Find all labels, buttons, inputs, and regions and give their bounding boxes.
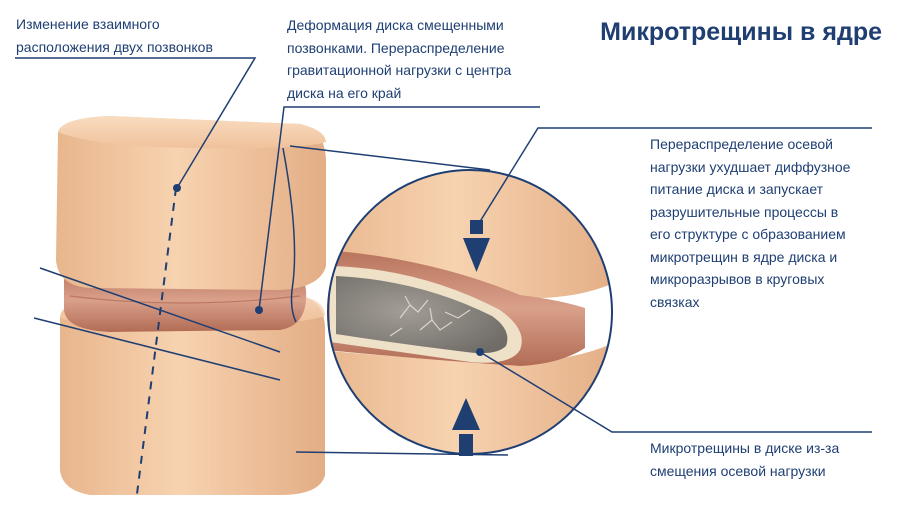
load-axis-line: [136, 187, 177, 495]
annotation-vertebra-shift: Изменение взаимного расположения двух по…: [16, 16, 213, 55]
disc-nucleus: [336, 276, 508, 354]
arrow-up-icon: [452, 398, 480, 456]
annotation-axial-load: Перераспределение осевой нагрузки ухудша…: [650, 136, 851, 310]
annotation-microcracks: Микротрещины в диске из-за смещения осев…: [650, 440, 840, 479]
marker-dot: [173, 184, 181, 192]
zoom-connector-top: [289, 145, 491, 171]
annotation-disc-deformation: Деформация диска смещенными позвонками. …: [287, 17, 512, 101]
microcracks: [389, 295, 471, 337]
leader-line-vertebra-shift: [15, 57, 257, 189]
leader-line-microcracks: [479, 351, 872, 433]
diagram-title: Микротрещины в ядре: [600, 18, 882, 46]
upper-vertebra: [56, 116, 326, 290]
marker-dot: [476, 348, 484, 356]
leader-line-disc-deformation: [258, 106, 540, 311]
marker-dot: [255, 306, 263, 314]
zoom-detail: [327, 169, 613, 455]
disc-edge-bracket: [282, 147, 297, 323]
section-line-top: [39, 267, 281, 353]
section-line-bottom: [33, 317, 281, 381]
leader-line-axial-load: [475, 127, 872, 229]
